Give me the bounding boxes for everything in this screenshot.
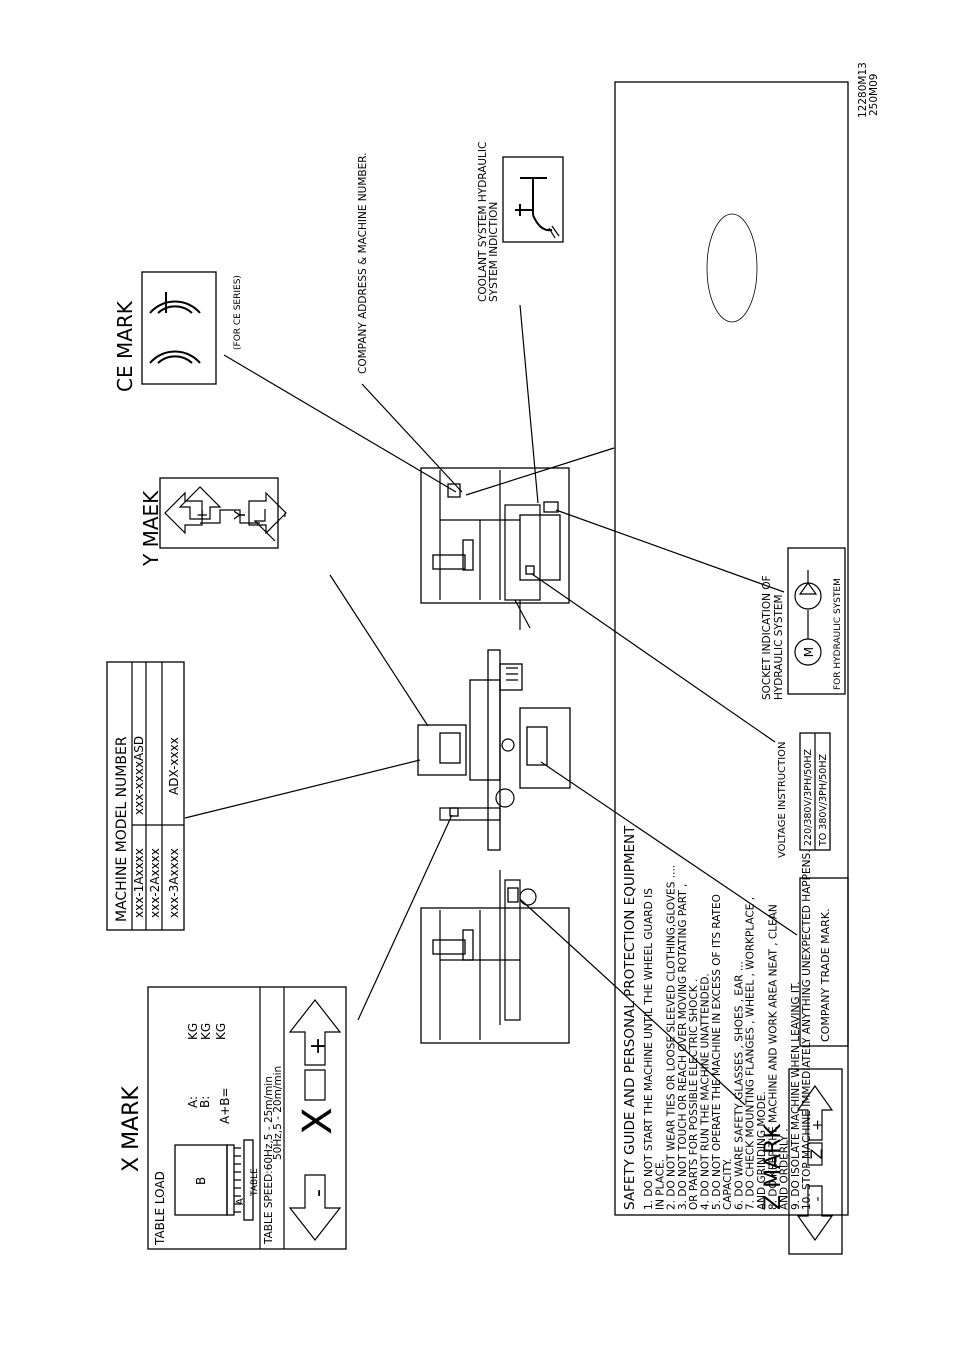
x-mark-plate: [449, 807, 459, 817]
socket-plate: [525, 565, 535, 575]
ce-mark-title: CE MARK: [113, 300, 137, 392]
table-speed-line2: 50Hz,5 - 20m/min: [272, 1066, 284, 1160]
z-plus-sign: +: [810, 1119, 826, 1131]
trade-mark-box: [799, 877, 849, 1047]
model-cell-r3c2: ADX-xxxx: [167, 737, 181, 795]
ce-mark-group: CE MARK (FOR CE SERIES): [113, 271, 243, 392]
coolant-label-line1: COOLANT SYSTEM HYDRAULIC: [477, 142, 489, 302]
y-mark-box: [159, 477, 279, 549]
load-block-a-rail: [226, 1144, 235, 1216]
z-mark-title: Z MARK: [761, 1124, 786, 1210]
machine-front-view: [420, 870, 570, 1044]
coolant-label-line2: SYSTEM INDICTION: [488, 202, 500, 302]
socket-label-line2: HYDRAULIC SYSTEM: [773, 594, 785, 700]
model-plate: [417, 724, 467, 776]
motor-letter: M: [802, 647, 816, 657]
z-mark-plate: [507, 887, 519, 903]
model-cell-r3c1: xxx-3Axxxx: [167, 848, 181, 918]
y-letter: Y: [231, 510, 249, 521]
load-a-unit: KG: [186, 1023, 200, 1040]
voltage-label: VOLTAGE INSTRUCTION: [777, 741, 788, 858]
company-address-label: COMPANY ADDRESS & MACHINE NUMBER.: [357, 153, 369, 374]
safety-line: CAPACITY.: [722, 1158, 734, 1210]
safety-guide-title: SAFETY GUIDE AND PERSONAL PROTECTION EQU…: [622, 825, 638, 1210]
ce-series-note: (FOR CE SERIES): [233, 275, 243, 350]
y-arrow-plus: + Y -: [164, 491, 293, 535]
safety-line: 9. DO ISOLATE MACHINE WHEN LEAVING IT.: [790, 982, 802, 1210]
model-cell-r1c1: xxx-1Axxxx: [132, 848, 146, 918]
inspection-stamp: [706, 213, 758, 323]
table-load-label: TABLE LOAD: [153, 1171, 167, 1246]
coolant-plate: [543, 501, 559, 513]
y-plus-sign: +: [193, 509, 211, 522]
coolant-tap-icon: [502, 156, 564, 243]
x-letter: X: [295, 1107, 341, 1134]
safety-line: IN PLACE.: [654, 1159, 666, 1210]
x-minus-sign: -: [306, 1189, 331, 1197]
hydraulic-motor-icon: M: [794, 570, 822, 666]
ce-mark-box: [141, 271, 217, 385]
table-bar: [243, 1139, 254, 1221]
table-bar-label: TABLE: [250, 1168, 260, 1197]
model-number-table: MACHINE MODEL NUMBER xxx-1Axxxx xxx-xxxx…: [106, 661, 185, 931]
trade-mark-label: COMPANY TRADE MARK.: [819, 909, 832, 1042]
load-block-b-label: B: [194, 1177, 208, 1185]
socket-box: [787, 547, 846, 695]
x-mark-title: X MARK: [119, 1086, 144, 1172]
x-mark-panel: TABLE LOAD B A TABLE A: B: A+B= KG KG KG…: [147, 986, 347, 1250]
safety-line: 8. DO KEEP THE MACHINE AND WORK AREA NEA…: [767, 904, 779, 1210]
y-mark-title: Y MAEK: [139, 490, 163, 567]
drawing-number-2: 250M09: [868, 74, 880, 116]
safety-line: 4. DO NOT RUN THE MACHINE UNATTENDED.: [700, 973, 712, 1210]
y-minus-arrow-icon: [200, 509, 260, 524]
y-minus-sign: -: [275, 512, 293, 517]
load-b-label: B:: [198, 1096, 212, 1108]
load-sum-label: A+B=: [218, 1087, 232, 1124]
model-cell-r2c1: xxx-2Axxxx: [148, 848, 162, 918]
load-b-unit: KG: [199, 1023, 213, 1040]
z-letter: Z: [807, 1148, 826, 1159]
socket-footer: FOR HYDRAULIC SYSTEM: [833, 578, 843, 690]
load-a-label: A:: [186, 1096, 200, 1108]
z-mark-panel: Z + -: [788, 1068, 843, 1255]
trade-mark-plate: [526, 726, 548, 766]
load-sum-unit: KG: [214, 1023, 228, 1040]
safety-line: 7. DO CHECK MOUNTING FLANGES , WHEEL , W…: [745, 897, 757, 1210]
model-cell-r1c2: xxx-xxxxASD: [132, 736, 146, 815]
z-minus-sign: -: [810, 1196, 826, 1201]
machine-side-view: [417, 649, 571, 851]
safety-line: 10. STOP MACHINE IMMEDIATELY ANYTHING UN…: [801, 850, 813, 1210]
machine-top-view: [420, 467, 570, 630]
safety-line: 3. DO NOT TOUCH OR REACH OVER MOVING ROT…: [677, 884, 689, 1210]
safety-line: 5. DO NOT OPERATE THE MACHINE IN EXCESS …: [711, 894, 723, 1210]
safety-guide-border: [614, 81, 849, 1216]
voltage-line1: 220/380V/3PH/50HZ: [803, 748, 814, 846]
model-table-title: MACHINE MODEL NUMBER: [114, 736, 130, 922]
safety-line: OR PARTS FOR POSSIBLE ELECTRIC SHOCK .: [688, 979, 700, 1210]
safety-line: 1. DO NOT START THE MACHINE UNTIL THE WH…: [643, 888, 655, 1210]
voltage-line2: TO 380V/3PH/50HZ: [818, 754, 829, 847]
safety-line: AND GRINDING MODE.: [756, 1091, 768, 1210]
leader-lines: [184, 304, 798, 1106]
safety-line: 6. DO WARE SAFETY GLASSES , SHOES , EAR …: [733, 961, 745, 1210]
ce-logo-icon: [149, 292, 201, 364]
safety-guide-panel: SAFETY GUIDE AND PERSONAL PROTECTION EQU…: [614, 62, 880, 1216]
voltage-plate: [499, 663, 523, 691]
y-axis-arrow-icon: [178, 486, 276, 542]
safety-line: AND ORDERLY .: [779, 1128, 791, 1210]
x-plus-sign: +: [306, 1037, 331, 1055]
load-block-a-label: A: [235, 1198, 246, 1205]
socket-label-line1: SOCKET INDICATION OF: [761, 575, 773, 700]
x-axis-arrows-icon: X + -: [288, 999, 342, 1241]
table-speed-line1: TABLE SPEED:60Hz,5 - 25m/min: [263, 1076, 275, 1245]
drawing-number-1: 12280M13: [857, 62, 869, 118]
